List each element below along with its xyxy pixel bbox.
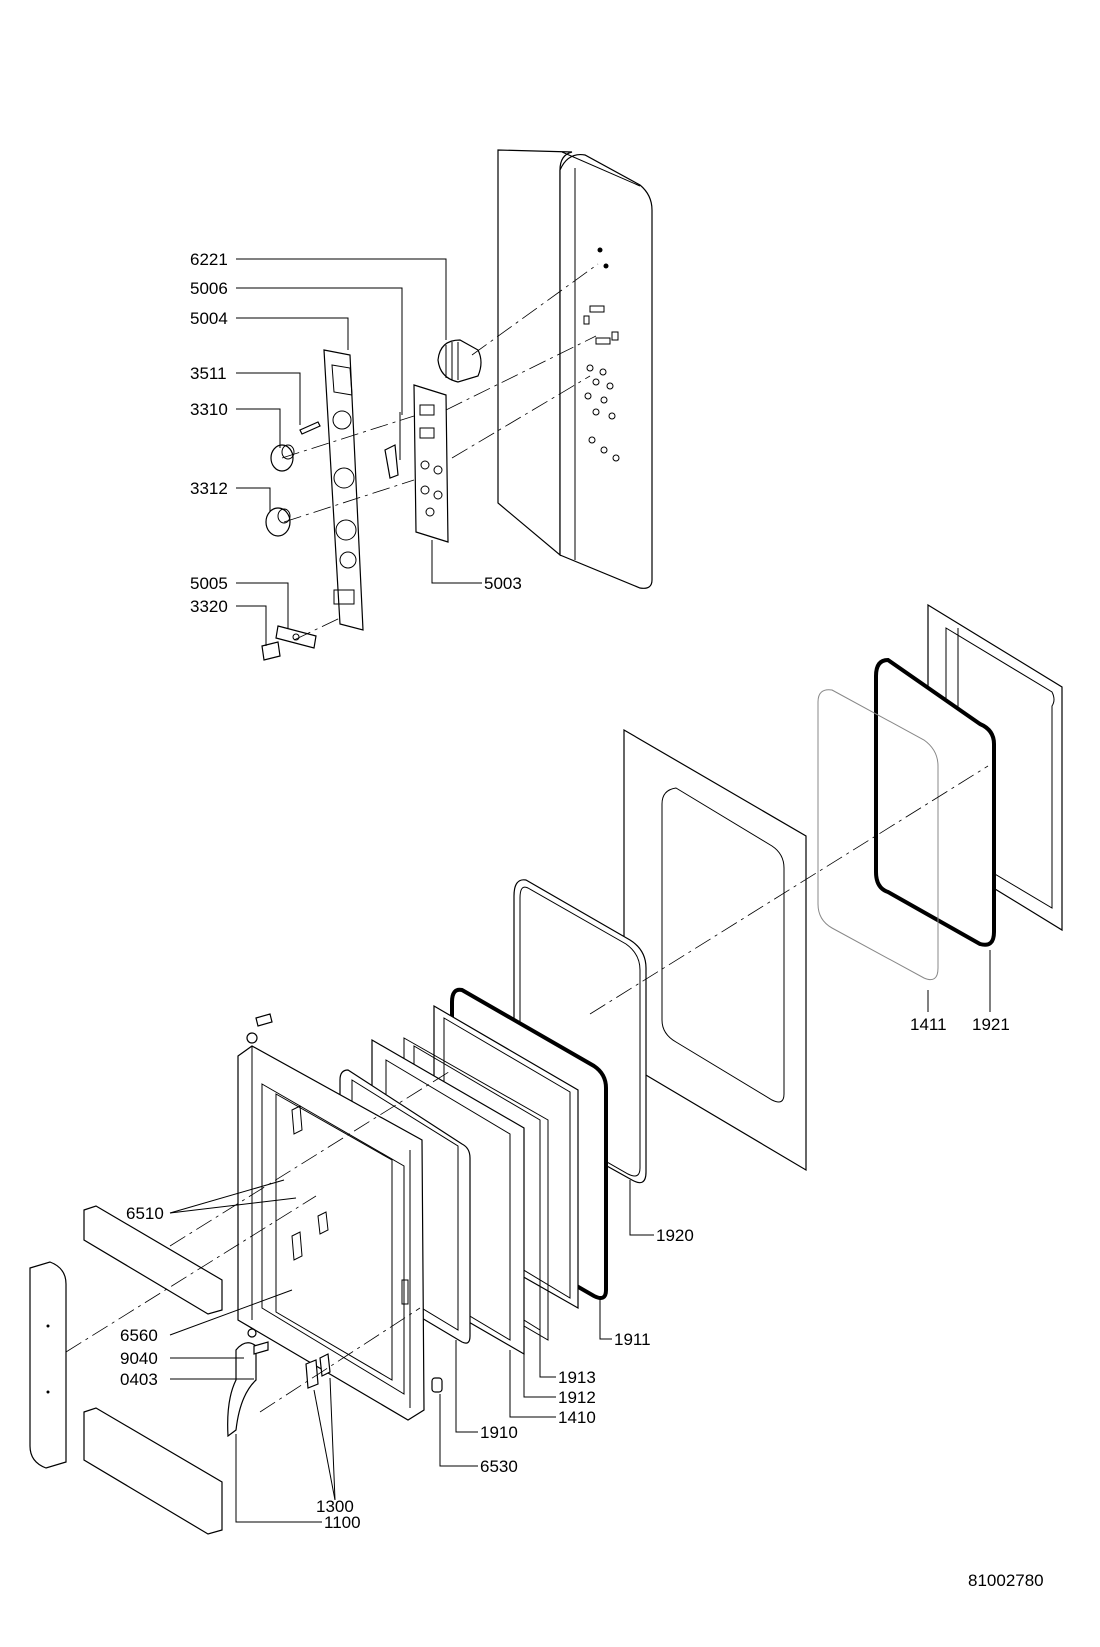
callout-1100: 1100	[324, 1513, 361, 1532]
fastener-9040	[247, 1328, 257, 1338]
callout-3312: 3312	[190, 479, 228, 498]
callout-1913: 1913	[558, 1368, 596, 1387]
callout-6530: 6530	[480, 1457, 518, 1476]
callout-1910: 1910	[480, 1423, 518, 1442]
callout-5006: 5006	[190, 279, 228, 298]
bracket-5005	[275, 625, 317, 649]
pin-3511	[299, 421, 321, 435]
side-control-panel	[497, 149, 653, 589]
callout-1912: 1912	[558, 1388, 596, 1407]
callout-labels: 6221 5006 5004 3511 3310 3312 5005 3320 …	[120, 250, 1010, 1532]
motor-6221	[437, 339, 482, 383]
callout-3511: 3511	[190, 364, 227, 383]
callout-1410: 1410	[558, 1408, 596, 1427]
callout-0403: 0403	[120, 1370, 158, 1389]
upper-trim-strip	[83, 1205, 223, 1315]
side-trim-bar	[29, 1261, 67, 1469]
callout-6221: 6221	[190, 250, 228, 269]
callout-6510: 6510	[126, 1204, 164, 1223]
callout-9040: 9040	[120, 1349, 158, 1368]
callout-1300: 1300	[316, 1497, 354, 1516]
knob-3312	[265, 507, 291, 537]
callout-5005: 5005	[190, 574, 228, 593]
callout-6560: 6560	[120, 1326, 158, 1345]
document-number: 81002780	[968, 1571, 1044, 1590]
rear-glass-pane	[817, 689, 939, 981]
callout-leaders	[169, 258, 991, 1523]
control-circuit-board	[413, 384, 449, 543]
door-handle	[227, 1342, 257, 1438]
inner-door-panel	[623, 728, 807, 1172]
assembly-centerlines	[65, 263, 989, 1413]
callout-1920: 1920	[656, 1226, 694, 1245]
callout-5003: 5003	[484, 574, 522, 593]
lower-trim-strip	[83, 1407, 223, 1535]
hinge-parts	[305, 1353, 331, 1389]
switch-3320	[261, 641, 281, 661]
callout-3310: 3310	[190, 400, 228, 419]
callout-1411: 1411	[910, 1015, 947, 1034]
bushing-6530	[431, 1377, 443, 1393]
spring-5006	[384, 412, 401, 479]
control-faceplate	[323, 349, 364, 631]
callout-1911: 1911	[614, 1330, 651, 1349]
clip-0403	[253, 1341, 269, 1355]
callout-5004: 5004	[190, 309, 228, 328]
callout-1921: 1921	[972, 1015, 1010, 1034]
outer-door-frame	[237, 1013, 425, 1421]
rear-gasket	[874, 657, 996, 947]
callout-3320: 3320	[190, 597, 228, 616]
